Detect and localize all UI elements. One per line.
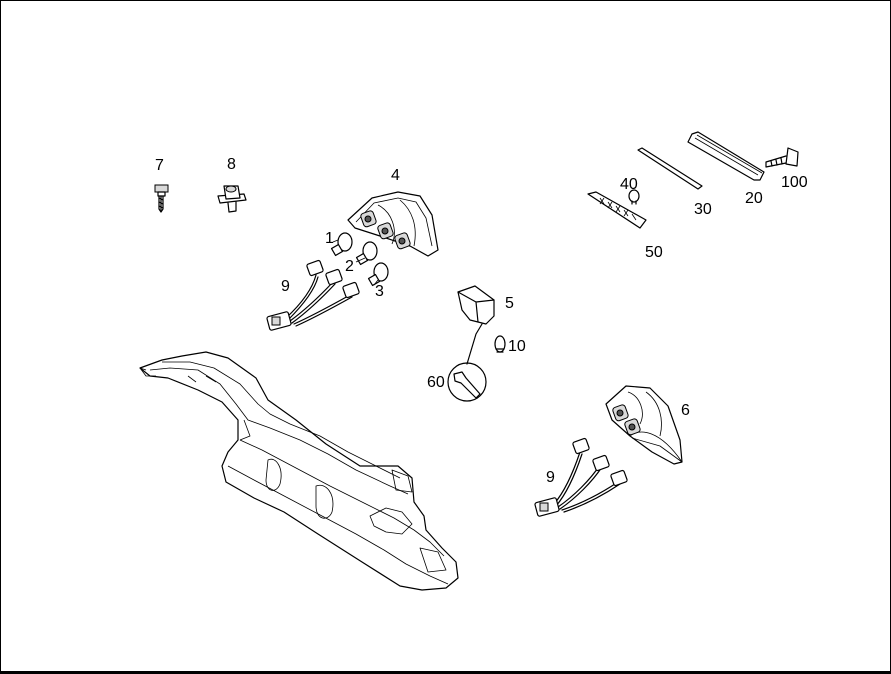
label-part-60: 60 [427,374,445,391]
label-part-5: 5 [505,295,514,312]
label-part-10: 10 [508,338,526,355]
part-9-wiring-harness-lower [534,437,628,517]
label-part-7: 7 [155,157,164,174]
part-1-bulb [330,232,353,257]
part-7-screw [154,184,169,213]
part-20-light-strip [687,131,765,181]
part-2-bulb [355,241,378,266]
part-60-wrench-symbol [447,323,487,402]
part-6-tail-lamp-right [605,385,683,465]
part-50-lamp-carrier [587,191,647,229]
part-3-bulb [367,262,389,287]
part-5-license-lamp-housing [457,285,495,325]
part-9-wiring-harness-upper [266,259,360,331]
label-part-1: 1 [325,230,334,247]
label-part-2: 2 [345,258,354,275]
leader-lines [332,239,379,286]
label-part-4: 4 [391,167,400,184]
label-part-9-lower: 9 [546,469,555,486]
part-4-tail-lamp-left [347,191,439,257]
part-100-bolt [765,147,799,168]
part-10-small-bulb [494,335,506,353]
label-part-6: 6 [681,402,690,419]
label-part-40: 40 [620,176,638,193]
rear-body-panel [139,351,459,591]
label-part-20: 20 [745,190,763,207]
part-30-seal-strip [637,147,703,190]
label-part-30: 30 [694,201,712,218]
label-part-3: 3 [375,283,384,300]
part-40-small-bulb [628,189,640,205]
label-part-100: 100 [781,174,808,191]
label-part-9-upper: 9 [281,278,290,295]
label-part-50: 50 [645,244,663,261]
label-part-8: 8 [227,156,236,173]
part-8-clip [217,185,247,213]
